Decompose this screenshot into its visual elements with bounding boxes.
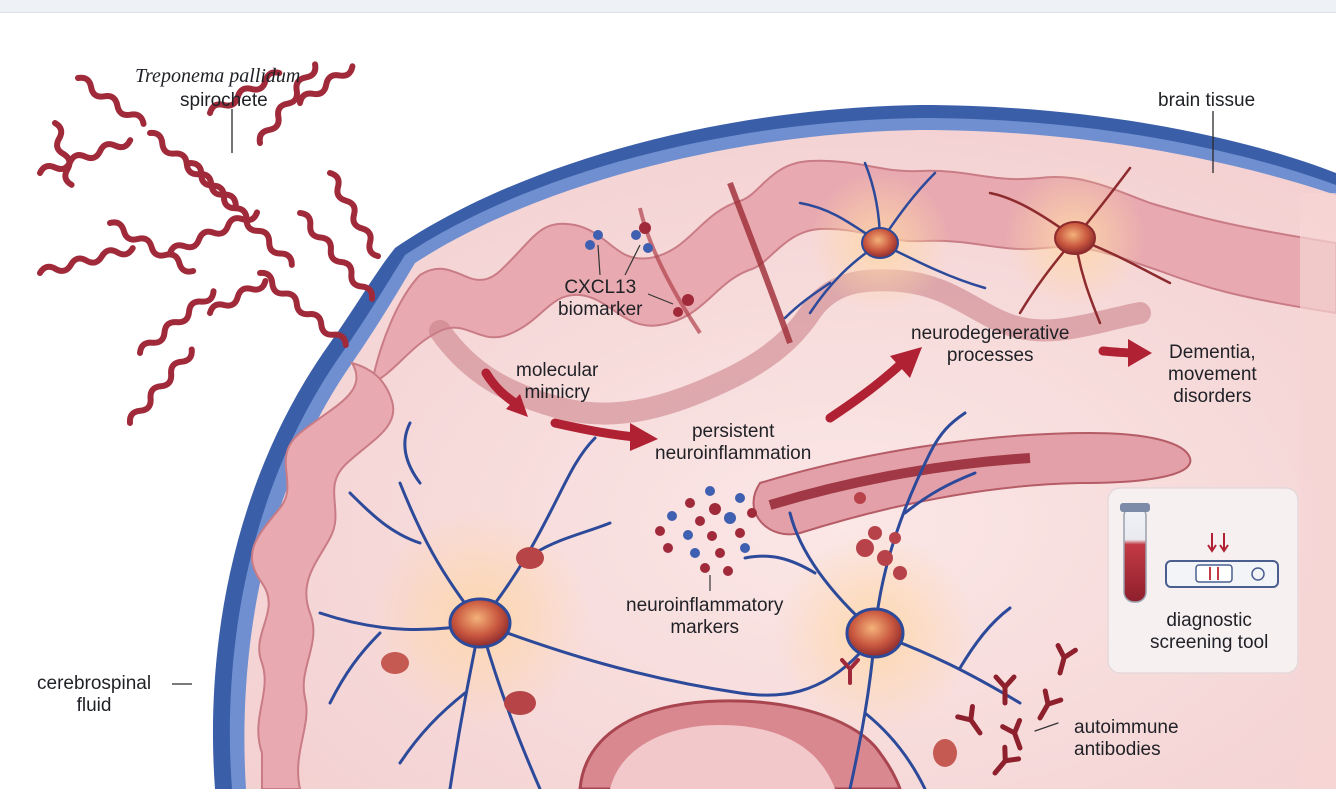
label-molecular-mimicry: molecular mimicry xyxy=(516,360,598,404)
illustration xyxy=(0,13,1336,789)
glia-cell-1 xyxy=(516,547,544,569)
right-tissue-edge xyxy=(1300,193,1336,789)
label-cerebrospinal-fluid: cerebrospinal fluid xyxy=(37,673,151,717)
neuron-soma-4 xyxy=(1055,222,1095,254)
label-diagnostic-line2: screening tool xyxy=(1150,632,1268,654)
label-markers-line2: markers xyxy=(626,617,783,639)
label-molecular-line2: mimicry xyxy=(516,382,598,404)
label-brain-tissue: brain tissue xyxy=(1158,90,1255,112)
label-cxcl13-line1: CXCL13 xyxy=(558,277,642,299)
label-persistent-line2: neuroinflammation xyxy=(655,443,811,465)
label-neurodegen-line1: neurodegenerative xyxy=(911,323,1069,345)
label-neurodegenerative-processes: neurodegenerative processes xyxy=(911,323,1069,367)
label-csf-line1: cerebrospinal xyxy=(37,673,151,695)
label-organism-type: spirochete xyxy=(180,90,268,112)
neuron-soma-1 xyxy=(450,599,510,647)
label-markers-line1: neuroinflammatory xyxy=(626,595,783,617)
tube-cap xyxy=(1120,503,1150,512)
label-antibodies-line2: antibodies xyxy=(1074,739,1179,761)
label-outcome: Dementia, movement disorders xyxy=(1168,342,1257,408)
label-csf-line2: fluid xyxy=(37,695,151,717)
label-cxcl13-line2: biomarker xyxy=(558,299,642,321)
label-antibodies-line1: autoimmune xyxy=(1074,717,1179,739)
label-molecular-line1: molecular xyxy=(516,360,598,382)
label-cxcl13-biomarker: CXCL13 biomarker xyxy=(558,277,642,321)
label-outcome-line1: Dementia, xyxy=(1168,342,1257,364)
diagram-canvas: Treponema pallidum spirochete brain tiss… xyxy=(0,13,1336,789)
label-neurodegen-line2: processes xyxy=(911,345,1069,367)
glia-cell-4 xyxy=(933,739,957,767)
neuron-soma-3 xyxy=(862,228,898,258)
top-bar xyxy=(0,0,1336,13)
label-neuroinflammatory-markers: neuroinflammatory markers xyxy=(626,595,783,639)
label-outcome-line2: movement xyxy=(1168,364,1257,386)
label-autoimmune-antibodies: autoimmune antibodies xyxy=(1074,717,1179,761)
neuron-soma-2 xyxy=(847,609,903,657)
label-diagnostic-screening-tool: diagnostic screening tool xyxy=(1150,610,1268,654)
label-diagnostic-line1: diagnostic xyxy=(1150,610,1268,632)
sample-tube-icon xyxy=(1124,506,1146,602)
label-outcome-line3: disorders xyxy=(1168,386,1257,408)
label-persistent-neuroinflammation: persistent neuroinflammation xyxy=(655,421,811,465)
label-persistent-line1: persistent xyxy=(655,421,811,443)
glia-cell-3 xyxy=(381,652,409,674)
glia-cell-2 xyxy=(504,691,536,715)
label-organism-name: Treponema pallidum xyxy=(135,65,300,87)
